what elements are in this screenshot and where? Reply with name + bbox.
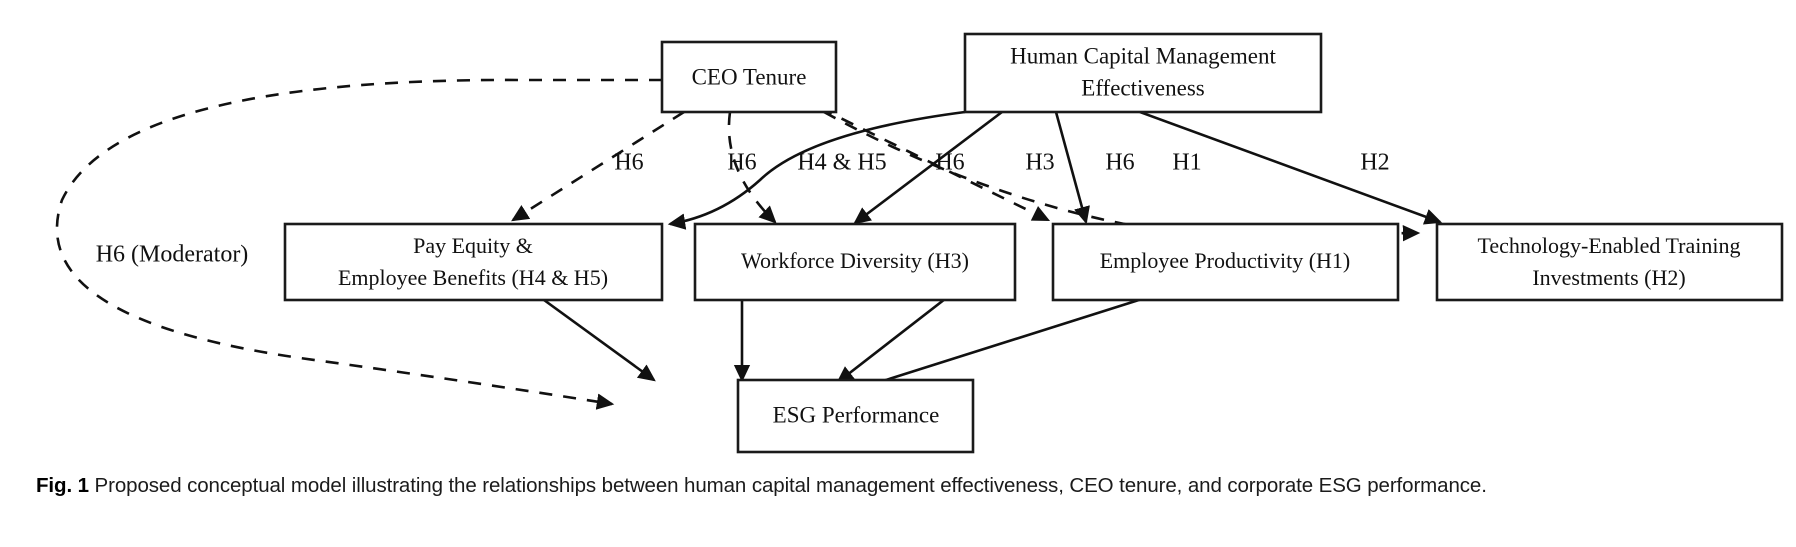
- edge-label-h6-ceo-workforcediversity: H6: [727, 150, 756, 176]
- node-workforce-diversity-box: [693, 222, 1017, 302]
- edge-ceo-workforcediversity: [727, 111, 777, 224]
- node-pay-equity-label-line1: Pay Equity &: [413, 233, 533, 258]
- edge-label-h3: H3: [1025, 150, 1054, 176]
- node-workforce-diversity[interactable]: Workforce Diversity (H3): [693, 222, 1017, 302]
- edge-ceo-moderator-esg: [55, 78, 662, 410]
- edge-label-h6-ceo-employeeproductivity: H6: [935, 150, 964, 176]
- edge-label-h4-h5: H4 & H5: [797, 150, 886, 176]
- node-esg-performance-label: ESG Performance: [773, 402, 940, 427]
- edge-hcm-workforcediversity: [853, 110, 1003, 225]
- node-pay-equity-employee-benefits[interactable]: Pay Equity & Employee Benefits (H4 & H5): [283, 222, 664, 302]
- node-esg-performance[interactable]: ESG Performance: [736, 378, 975, 454]
- node-technology-label-line1: Technology-Enabled Training: [1477, 233, 1740, 258]
- figure-caption-label: Fig. 1: [36, 474, 89, 497]
- edge-label-h6-moderator: H6 (Moderator): [96, 242, 249, 268]
- node-hcm-effectiveness[interactable]: Human Capital Management Effectiveness: [963, 32, 1323, 114]
- edge-label-h2: H2: [1360, 150, 1389, 176]
- node-ceo-tenure[interactable]: CEO Tenure: [660, 40, 838, 114]
- figure-caption: Fig. 1 Proposed conceptual model illustr…: [36, 470, 1766, 502]
- node-employee-productivity[interactable]: Employee Productivity (H1): [1051, 222, 1400, 302]
- node-ceo-tenure-box: [660, 40, 838, 114]
- node-employee-productivity-label: Employee Productivity (H1): [1100, 248, 1351, 273]
- node-hcm-effectiveness-box: [963, 32, 1323, 114]
- node-pay-equity-label-line2: Employee Benefits (H4 & H5): [338, 265, 608, 290]
- node-hcm-effectiveness-label-line2: Effectiveness: [1081, 75, 1205, 100]
- edge-label-h6-ceo-payequity: H6: [614, 150, 643, 176]
- node-ceo-tenure-label: CEO Tenure: [692, 64, 807, 89]
- node-pay-equity-box: [283, 222, 664, 302]
- edge-hcm-technology: [1139, 110, 1443, 225]
- edge-label-h6-ceo-technology: H6: [1105, 150, 1134, 176]
- edge-hcm-employeeproductivity: [1054, 111, 1090, 225]
- conceptual-model-diagram: H6 H6 H4 & H5 H6 H3 H6 H1 H2 H6 (Moderat…: [55, 32, 1784, 454]
- node-esg-performance-box: [736, 378, 975, 454]
- node-hcm-effectiveness-label-line1: Human Capital Management: [1010, 43, 1276, 68]
- node-technology-box: [1435, 222, 1784, 302]
- figure-caption-text: Proposed conceptual model illustrating t…: [94, 474, 1487, 497]
- edge-label-h1: H1: [1172, 150, 1201, 176]
- node-employee-productivity-box: [1051, 222, 1400, 302]
- node-technology-training-investments[interactable]: Technology-Enabled Training Investments …: [1435, 222, 1784, 302]
- edge-hcm-payequity: [667, 110, 966, 230]
- node-technology-label-line2: Investments (H2): [1532, 265, 1685, 290]
- edge-ceo-payequity: [511, 110, 685, 222]
- node-workforce-diversity-label: Workforce Diversity (H3): [741, 248, 969, 273]
